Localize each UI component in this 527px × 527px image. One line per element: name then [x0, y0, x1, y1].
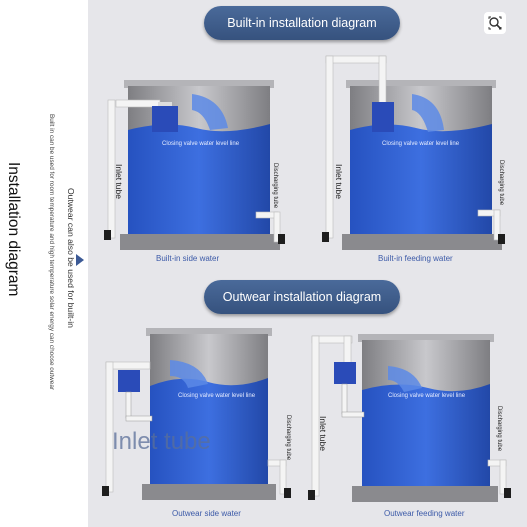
side-panel: Installation diagram Outwear can also be…: [0, 0, 88, 527]
waterline-label-3: Closing valve water level line: [178, 393, 256, 399]
waterline-label-2: Closing valve water level line: [382, 141, 460, 147]
float-valve-icon: [152, 106, 178, 132]
caption-builtin-side: Built-in side water: [156, 254, 220, 263]
tank-builtin-side: [104, 80, 285, 250]
discharge-label-1: Discharging tube: [272, 163, 278, 209]
inlet-label-2: Inlet tube: [334, 164, 344, 199]
discharge-label-3: Discharging tube: [285, 415, 291, 461]
inlet-label-4: Inlet tube: [318, 416, 328, 451]
side-title: Installation diagram: [5, 162, 22, 297]
caption-outwear-side: Outwear side water: [172, 509, 241, 518]
discharge-label-2: Discharging tube: [498, 160, 504, 206]
inlet-label-1: Inlet tube: [114, 164, 124, 199]
caption-outwear-feeding: Outwear feeding water: [384, 509, 465, 518]
overlay-inlet-text: Inlet tube: [112, 428, 211, 455]
tank-outwear-side: [102, 328, 291, 500]
valve-handle-icon: [104, 230, 111, 240]
waterline-label-1: Closing valve water level line: [162, 141, 240, 147]
builtin-heading: Built-in installation diagram: [204, 6, 400, 40]
outwear-heading: Outwear installation diagram: [204, 280, 400, 314]
tank-outwear-feeding: [308, 334, 511, 502]
side-note-builtin: Built in can be used for room temperatur…: [48, 114, 55, 391]
waterline-label-4: Closing valve water level line: [388, 393, 466, 399]
discharge-label-4: Discharging tube: [496, 406, 502, 452]
caption-builtin-feeding: Built-in feeding water: [378, 254, 453, 263]
side-note-outwear: Outwear can also be used for built-in: [66, 188, 76, 328]
tank-builtin-feeding: [322, 55, 505, 250]
lens-search-icon[interactable]: [484, 12, 506, 34]
triangle-pointer-icon: [76, 254, 84, 266]
